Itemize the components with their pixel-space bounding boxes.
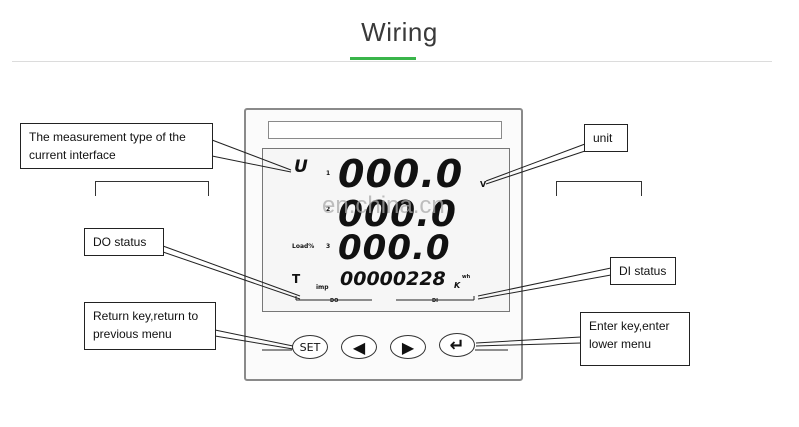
row3-index: 3 [326,243,331,250]
measurement-type-label: The measurement type of the current inte… [20,123,213,169]
set-button[interactable]: SET [292,335,328,359]
right-arrow-button[interactable]: ▶ [390,335,426,359]
title-accent-bar [350,57,416,60]
row2-index: 2 [326,206,331,213]
energy-unit: K [454,281,461,290]
di-status-label: DI status [610,257,676,285]
title-divider [12,61,772,62]
lcd-screen [262,148,510,312]
row3-label: Load% [292,243,315,250]
left-arrow-button[interactable]: ◀ [341,335,377,359]
symbol-u: U [294,157,308,177]
row3-value: 000.0 [338,228,451,268]
row1-index: 1 [326,170,331,177]
left-bracket [95,181,209,196]
energy-label: imp [316,284,329,291]
meter-top-slot [268,121,502,139]
symbol-t: T [292,272,301,286]
right-bracket [556,181,642,196]
unit-label: unit [584,124,628,152]
energy-unit-sup: wh [462,274,471,280]
do-indicator-label: DO [330,298,339,304]
row2-value: 000.0 [338,194,457,235]
watermark: en.china.cn [322,192,445,219]
di-indicator-label: DI [432,298,439,304]
enter-button[interactable]: ↵ [439,333,475,357]
page-title: Wiring [361,17,438,47]
row1-unit: V [480,180,487,189]
row1-value: 000.0 [338,152,464,196]
energy-value: 00000228 [340,268,446,290]
return-key-label: Return key,return to previous menu [84,302,216,350]
enter-key-label: Enter key,enter lower menu [580,312,690,366]
do-status-label: DO status [84,228,164,256]
